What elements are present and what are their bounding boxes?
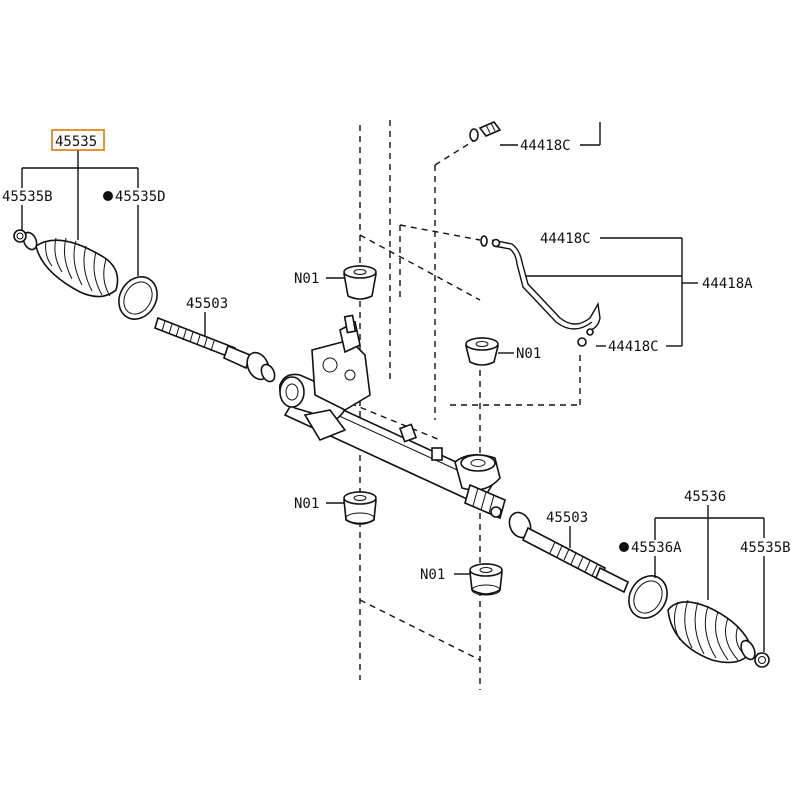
tie-rod-right [508,511,630,594]
clamp-ring-left [118,276,158,320]
label-45535b-right[interactable]: 45535B [740,540,791,556]
highlight-box [51,129,105,151]
label-n01-upper-right[interactable]: N01 [516,346,541,362]
label-45536a[interactable]: 45536A [631,540,682,556]
label-45503-left[interactable]: 45503 [186,296,228,312]
part-labels: 45535 45535B 45535D 45503 44418C 44418C … [2,134,791,583]
label-44418c-top[interactable]: 44418C [520,138,571,154]
bushing-lower-right [469,563,503,596]
label-45535d[interactable]: 45535D [115,189,166,205]
leader-lines [21,122,765,652]
marker-dot-left [103,191,113,201]
label-n01-lower-left[interactable]: N01 [294,496,319,512]
clamp-ring-right [628,575,668,619]
label-n01-lower-right[interactable]: N01 [420,567,445,583]
tie-rod-left [154,316,276,383]
bushing-upper-right [465,337,499,366]
label-45503-right[interactable]: 45503 [546,510,588,526]
label-n01-upper-left[interactable]: N01 [294,271,319,287]
boot-left [13,229,119,298]
label-44418c-lower[interactable]: 44418C [608,339,659,355]
bushing-upper-left [343,265,377,300]
bushing-lower-left [343,491,377,525]
label-44418a[interactable]: 44418A [702,276,753,292]
boot-right [667,599,770,668]
reference-lines [14,120,761,690]
rack-housing [278,314,506,520]
label-45535b-left[interactable]: 45535B [2,189,53,205]
label-45535[interactable]: 45535 [55,134,97,150]
marker-dot-right [619,542,629,552]
hydraulic-tube [469,121,601,347]
label-45536[interactable]: 45536 [684,489,726,505]
label-44418c-mid[interactable]: 44418C [540,231,591,247]
